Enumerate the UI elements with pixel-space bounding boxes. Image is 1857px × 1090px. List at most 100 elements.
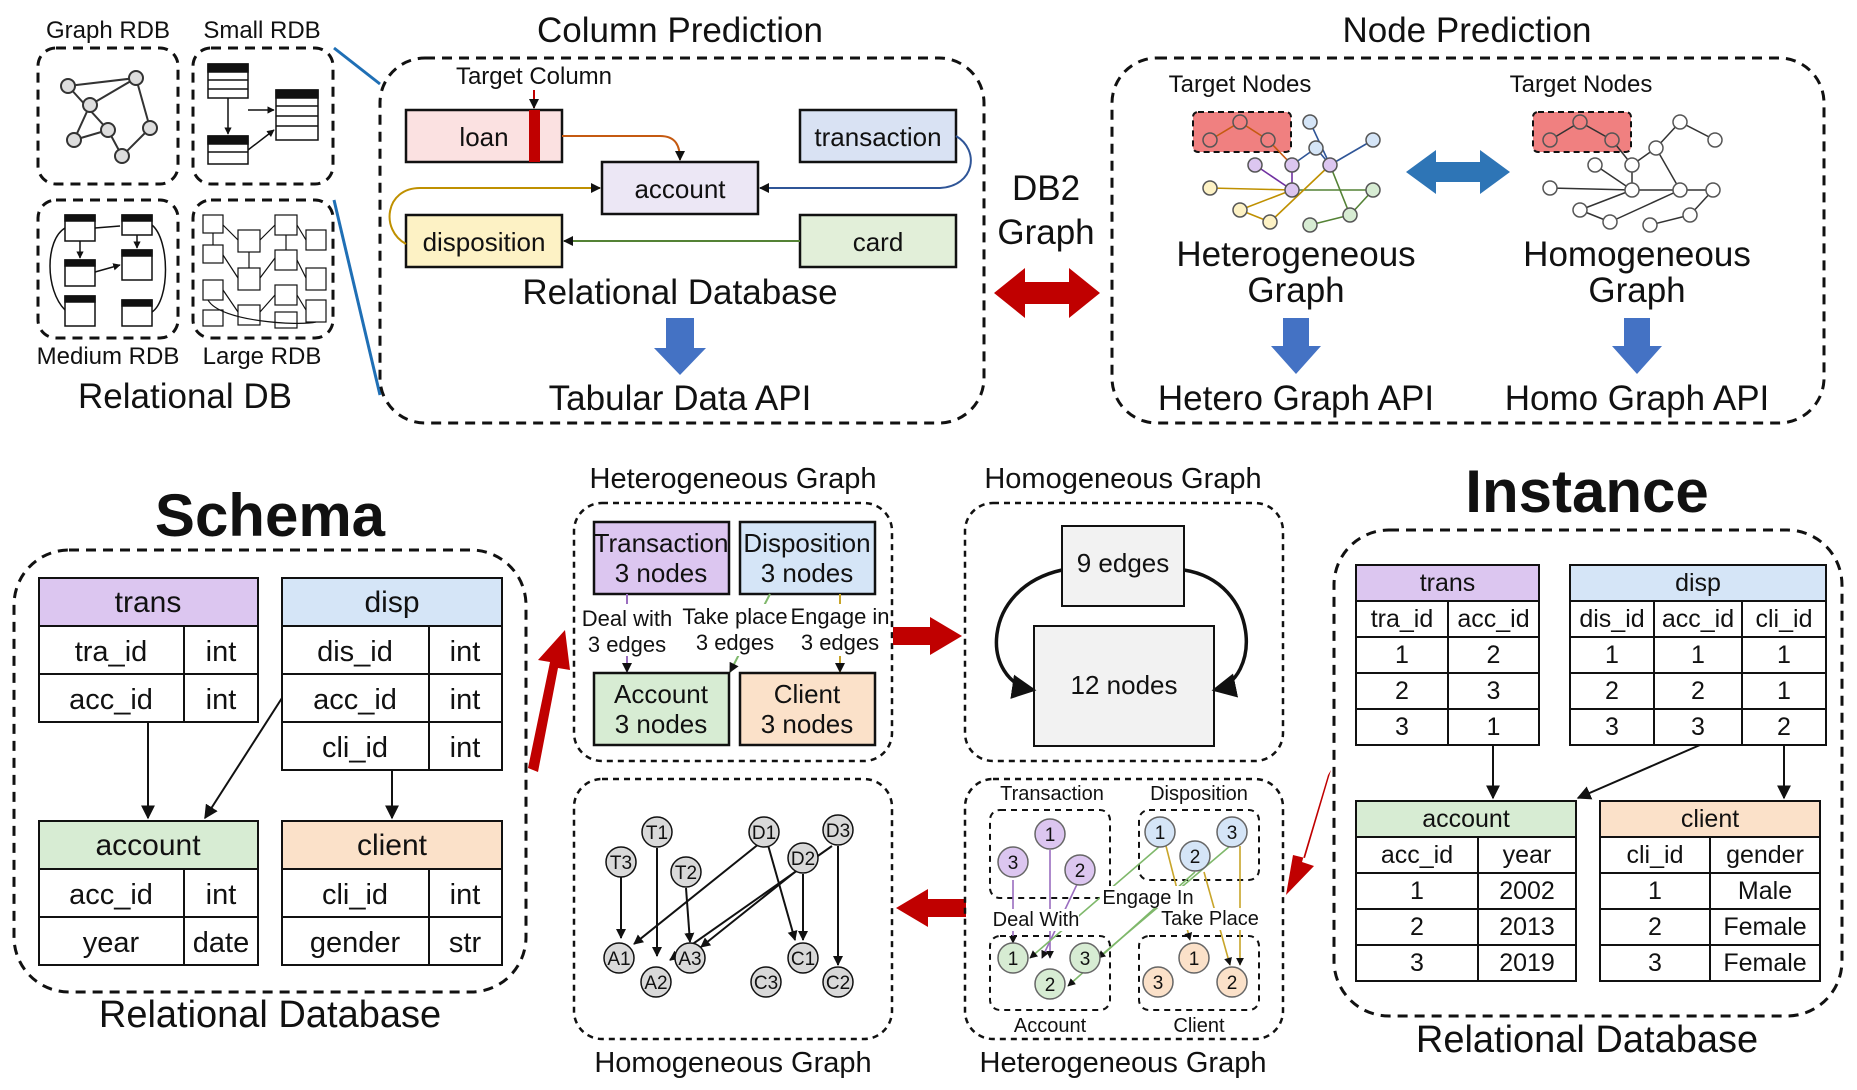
rdb-label-graph: Graph RDB (46, 17, 170, 44)
hetero-node-count: 3 nodes (615, 558, 708, 588)
instance-column-header: acc_id (1662, 605, 1734, 633)
table-cell (1477, 872, 1577, 910)
instance-cell-value: 2002 (1499, 877, 1555, 905)
edge-label-deal-with: Deal With (993, 909, 1080, 931)
table-cell (1741, 636, 1827, 674)
hetero-graph-node-labels: 1 2 3 1 2 3 1 2 3 1 2 3 (1008, 823, 1238, 996)
large-rdb-box (191, 198, 335, 340)
schema-type: int (450, 732, 481, 764)
instance-cell-value: 1 (1410, 877, 1424, 905)
db2graph-label-line2: Graph (997, 213, 1094, 252)
instance-cell-value: Female (1723, 949, 1806, 977)
hetero-graph-nodes (997, 816, 1248, 1000)
homo-node (822, 814, 854, 846)
homo-node-label: D1 (752, 823, 776, 844)
schema-type: int (450, 879, 481, 911)
homo-node-label: D2 (791, 849, 815, 870)
table-cell (1741, 600, 1827, 638)
account-table-label: account (634, 174, 726, 204)
homo-edges-box (1061, 525, 1185, 607)
edge-label-engage-in: Engage In (1102, 887, 1193, 909)
schema-title: Schema (155, 482, 386, 549)
instance-box (1332, 528, 1844, 1018)
instance-cell-value: 1 (1691, 641, 1705, 669)
table-cell (1709, 908, 1821, 946)
schema-panel: Schema trans tra_id int acc_id int disp … (12, 482, 528, 1036)
instance-cell-value: 1 (1777, 641, 1791, 669)
table-cell (1709, 944, 1821, 982)
homo-node (822, 966, 854, 998)
homo-node (674, 942, 706, 974)
client-node (1178, 942, 1210, 974)
table-cell (1653, 708, 1743, 746)
hetero-summary-title: Heterogeneous Graph (590, 463, 877, 495)
rdb-label-small: Small RDB (203, 17, 320, 44)
arrow-schema-to-hetero (528, 630, 570, 772)
instance-cell-value: 2 (1605, 677, 1619, 705)
hetero-node-count: 3 nodes (615, 709, 708, 739)
card-table-box (798, 213, 958, 269)
homo-nodes-box (1033, 625, 1215, 747)
homo-node-label: C1 (791, 949, 815, 970)
medium-rdb-box (36, 198, 180, 340)
homo-node-label: A3 (678, 949, 701, 970)
homo-mini-graph (1532, 111, 1723, 233)
schema-table-name: trans (115, 586, 182, 619)
instance-disp-to-account (1576, 744, 1701, 800)
edge-label-bg (581, 604, 877, 656)
homo-node (603, 942, 635, 974)
table-cell (1477, 944, 1577, 982)
table-cell (1355, 872, 1479, 910)
edge-count: 3 edges (588, 632, 666, 657)
node-id: 3 (1153, 973, 1164, 994)
disposition-to-account-edge (388, 183, 601, 245)
homo-node (748, 816, 780, 848)
homo-summary-title: Homogeneous Graph (984, 463, 1261, 495)
hetero-node-name: Client (774, 679, 841, 709)
homo-node (640, 966, 672, 998)
homo-node-label: C2 (826, 973, 850, 994)
node-id: 3 (1227, 823, 1238, 844)
schema-table-account: account acc_id int year date (38, 820, 259, 966)
node-prediction-box (1110, 56, 1826, 425)
table-cell (1653, 636, 1743, 674)
table-cell (1355, 944, 1479, 982)
homo-graph-label-line2: Graph (1588, 271, 1685, 310)
instance-cell-value: 3 (1410, 949, 1424, 977)
hetero-summary-panel: Heterogeneous Graph Transaction 3 nodes … (572, 463, 894, 763)
schema-field: tra_id (75, 636, 148, 668)
homo-node (750, 966, 782, 998)
table-cell (1355, 908, 1479, 946)
homo-loop-right (1183, 568, 1248, 698)
group-disposition-box (1138, 809, 1260, 881)
table-cell (1447, 636, 1540, 674)
instance-table-name: client (1681, 805, 1739, 833)
schema-table-name: account (95, 829, 201, 862)
instance-cell-value: 3 (1487, 677, 1501, 705)
group-label-transaction: Transaction (1000, 783, 1104, 805)
zoom-line-bottom (332, 199, 382, 396)
node-prediction-title: Node Prediction (1342, 11, 1591, 50)
instance-column-header: tra_id (1371, 605, 1434, 633)
transaction-to-account-edge (759, 135, 972, 193)
arrow-hetero-graph-to-homo-graph (896, 889, 966, 927)
table-cell (1709, 872, 1821, 910)
account-node (1034, 968, 1066, 1000)
hetero-target-nodes-label: Target Nodes (1169, 71, 1312, 98)
node-prediction-panel: Node Prediction Target Nodes Target Node… (1110, 11, 1826, 425)
node-id: 3 (1008, 853, 1019, 874)
account-node (1069, 942, 1101, 974)
hetero-summary-box (572, 501, 894, 763)
arrow-hetero-to-homo (893, 617, 962, 655)
homo-node-label: T3 (610, 853, 632, 874)
client-node (1142, 966, 1174, 998)
homo-summary-box (963, 501, 1285, 763)
hetero-homo-double-arrow (1406, 150, 1510, 194)
group-transaction-box (989, 809, 1111, 899)
rdb-label-large: Large RDB (203, 343, 322, 370)
homo-loop-left (994, 568, 1063, 699)
